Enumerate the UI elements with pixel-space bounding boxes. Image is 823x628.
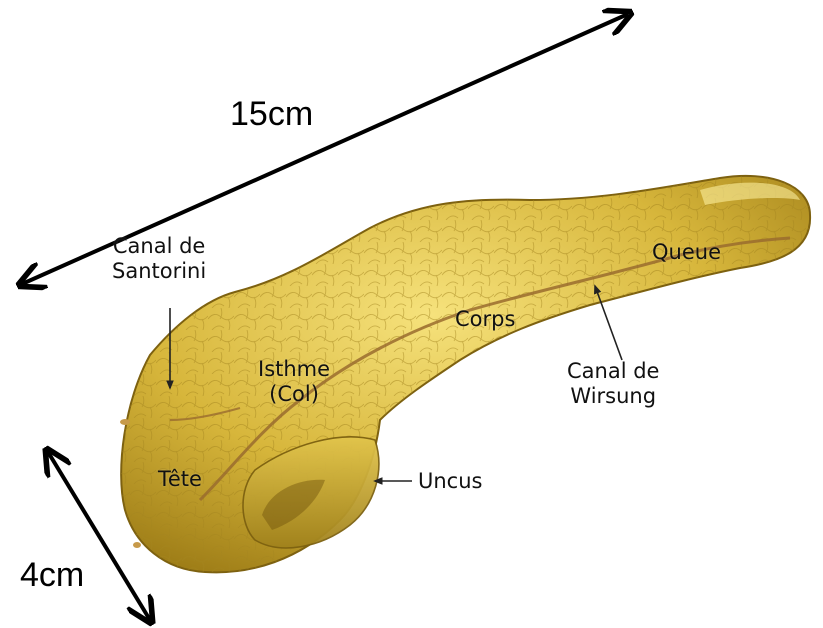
pancreas-texture [121, 176, 810, 573]
label-tete: Tête [158, 467, 202, 492]
label-canal-santorini-line2: Santorini [112, 259, 206, 284]
papilla-nub-lower [133, 542, 141, 548]
label-corps: Corps [455, 307, 515, 332]
label-queue: Queue [652, 240, 721, 265]
label-isthme-line1: Isthme [258, 357, 330, 382]
label-canal-wirsung-line2: Wirsung [567, 384, 659, 409]
label-canal-wirsung: Canal de Wirsung [567, 359, 659, 409]
label-isthme: Isthme (Col) [258, 357, 330, 407]
papilla-nub-upper [120, 419, 130, 425]
label-uncus: Uncus [418, 469, 482, 494]
pancreas-illustration [120, 176, 810, 573]
length-label: 15cm [230, 94, 313, 134]
label-canal-santorini-line1: Canal de [112, 234, 206, 259]
label-isthme-line2: (Col) [258, 382, 330, 407]
label-canal-wirsung-line1: Canal de [567, 359, 659, 384]
label-canal-santorini: Canal de Santorini [112, 234, 206, 284]
width-label: 4cm [20, 555, 84, 595]
